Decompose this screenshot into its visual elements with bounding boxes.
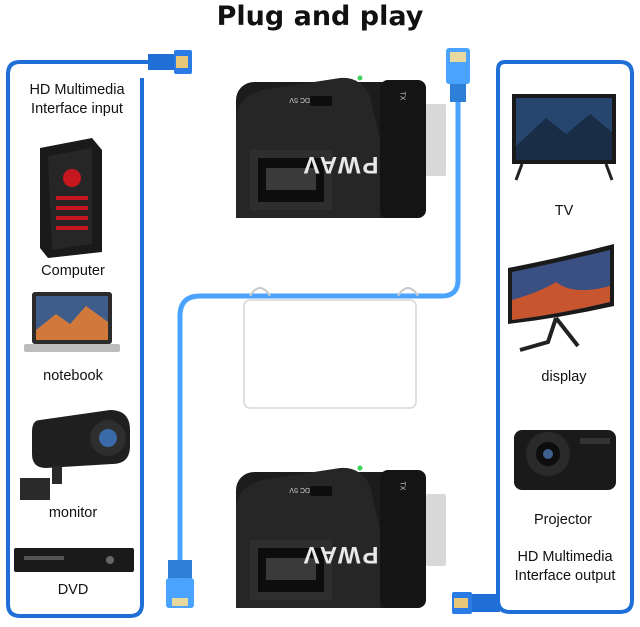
rj45-connector-bottom-icon [166,560,194,608]
cable-clip-card [243,287,419,409]
monitor-label: monitor [48,505,98,521]
hdmi-connector-bottom-icon [452,592,500,614]
ethernet-cable [177,100,461,560]
display-label: display [541,369,587,385]
computer-label: Computer [41,263,105,279]
extender-bottom-dc-label: DC 5V [289,486,310,493]
extender-top-dc-label: DC 5V [289,96,310,103]
curved-display-icon [508,244,614,352]
rj45-connector-top-icon [446,48,470,102]
dvd-player-icon [14,548,134,572]
tv-label: TV [554,203,574,219]
extender-bottom-icon [236,465,446,608]
projector-icon [514,430,616,490]
notebook-label: notebook [43,368,103,384]
hdmi-input-label-line2: Interface input [31,101,123,117]
hdmi-output-label-line1: HD Multimedia [517,549,613,565]
tv-icon [512,94,616,181]
hdmi-input-label: HD Multimedia Interface input [18,81,136,119]
extender-bottom-brand: PWAV [301,541,379,568]
projector-label: Projector [533,512,593,528]
hdmi-input-label-line1: HD Multimedia [29,82,125,98]
hdmi-output-label-line2: Interface output [514,568,616,584]
extender-top-brand: PWAV [301,151,379,178]
extender-top-icon [236,75,446,219]
hdmi-connector-top-icon [148,50,192,74]
extender-bottom-tx-label: TX [398,481,406,491]
hdmi-output-label: HD Multimedia Interface output [500,548,630,586]
left-cable [6,60,150,618]
dvd-label: DVD [57,582,89,598]
extender-top-tx-label: TX [398,91,406,101]
right-cable [496,60,634,614]
notebook-icon [24,292,120,352]
computer-tower-icon [40,138,102,258]
page-title: Plug and play [216,1,424,32]
cctv-camera-icon [20,410,130,500]
